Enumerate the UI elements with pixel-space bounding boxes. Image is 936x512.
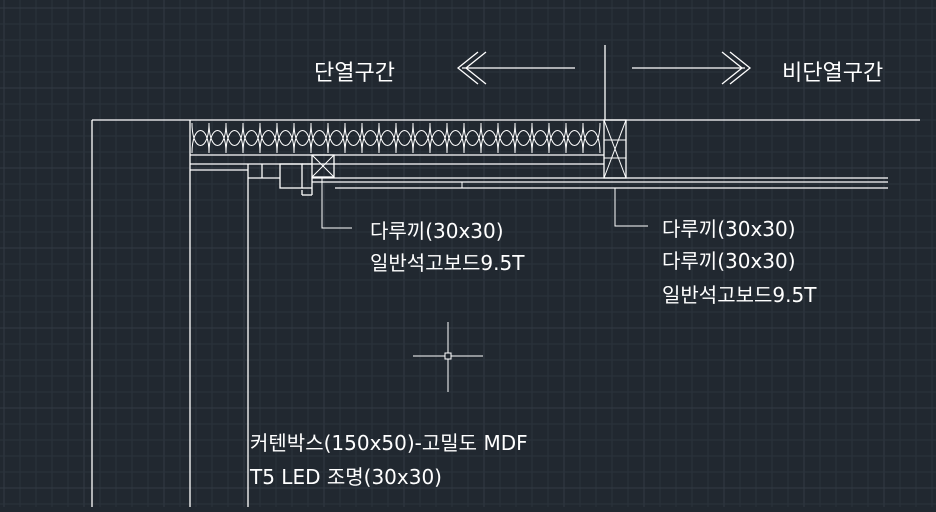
chevron-right-icon-inner [721,51,744,85]
leader-line-left [321,178,352,229]
callout-left-line2: 일반석고보드9.5T [370,251,525,275]
callout-bottom-line2: T5 LED 조명(30x30) [249,465,442,489]
callout-left-line1: 다루끼(30x30) [370,219,504,243]
chevron-left-icon-inner [464,51,487,85]
chevron-right-icon [729,51,752,85]
chevron-left-icon [456,51,479,85]
t5-led-fixture [279,163,303,189]
non-insulated-zone-label: 비단열구간 [782,61,883,86]
callout-bottom-line1: 커텐박스(150x50)-고밀도 MDF [250,431,528,455]
furring-member-left [311,154,335,178]
callout-right-line1: 다루끼(30x30) [662,217,796,241]
section-geometry [91,45,920,507]
leader-line-right [614,188,648,227]
callout-right-line3: 일반석고보드9.5T [662,283,817,307]
callout-right-line2: 다루끼(30x30) [662,249,796,273]
insulation-pattern [191,122,601,154]
insulated-zone-label: 단열구간 [314,61,395,86]
